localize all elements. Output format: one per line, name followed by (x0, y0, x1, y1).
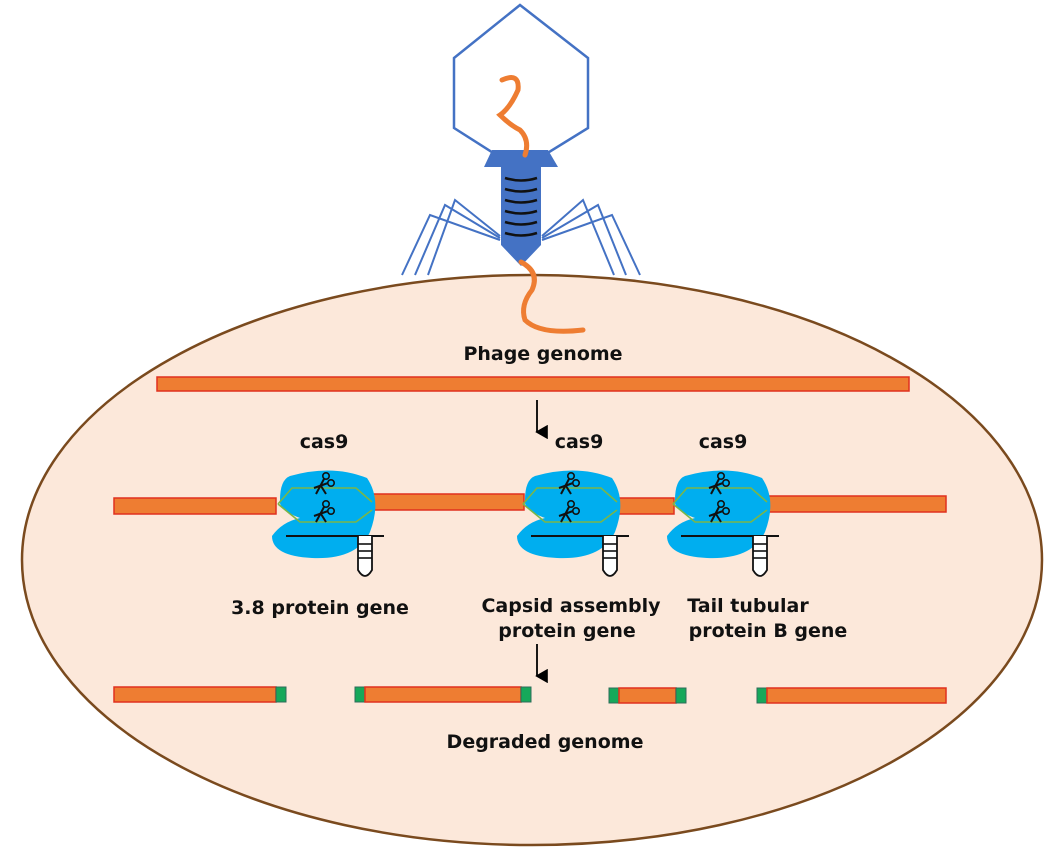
scissors-blade (320, 485, 327, 495)
scissors-blade (565, 513, 572, 523)
scissors-blade (708, 510, 724, 517)
dna-strand-bottom (522, 503, 618, 523)
phage-tail-fibers (401, 198, 641, 276)
dna-strand-bottom (672, 503, 768, 523)
cas9-label-2: cas9 (555, 431, 604, 453)
scissors-blade (320, 513, 327, 523)
scissors-icon-bottom (708, 500, 731, 523)
gene-label-3-line2: protein B gene (689, 620, 848, 642)
scissors-blade (313, 510, 329, 517)
cas9-label-1: cas9 (300, 431, 349, 453)
scissors-icon-top (708, 472, 731, 495)
degraded-genome-label: Degraded genome (447, 731, 644, 753)
scissors-handle (566, 500, 576, 509)
scissors-handle (716, 472, 726, 481)
target-genome-row (113, 493, 947, 515)
scissors-blade (558, 482, 574, 489)
scissors-blade (708, 482, 724, 489)
cas9-label-3: cas9 (699, 431, 748, 453)
gene-label-1: 3.8 protein gene (231, 597, 409, 619)
dna-strand-top (277, 487, 373, 505)
phage-dna-inside-capsid (496, 75, 530, 158)
phage-capsid (452, 3, 590, 172)
phage-collar (484, 150, 558, 167)
scissors-blade (715, 513, 722, 523)
scissors-icon-bottom (313, 500, 336, 523)
cas9-complex-2 (517, 470, 629, 577)
cas9-complex-1 (272, 470, 384, 577)
scissors-handle (716, 500, 726, 509)
dna-strand-top (522, 487, 618, 505)
scissors-handle (321, 472, 331, 481)
scissors-icon-top (313, 472, 336, 495)
scissors-handle (321, 500, 331, 509)
scissors-icon-bottom (558, 500, 581, 523)
phage-genome-bar (156, 376, 910, 392)
guide-rna-hairpin (602, 536, 618, 577)
gene-label-2-line2: protein gene (498, 620, 636, 642)
scissors-blade (565, 485, 572, 495)
degraded-genome-fragments (113, 686, 947, 704)
dna-strand-top (672, 487, 768, 505)
scissors-handle (566, 472, 576, 481)
phage-dna-injected (518, 259, 586, 334)
guide-rna-hairpin (752, 536, 768, 577)
cas9-complex-3 (667, 470, 779, 577)
phage-baseplate (501, 245, 541, 266)
scissors-icon-top (558, 472, 581, 495)
gene-label-3-line1: Tail tubular (687, 595, 809, 617)
dna-strand-bottom (277, 503, 373, 523)
scissors-blade (715, 485, 722, 495)
gene-label-2-line1: Capsid assembly (481, 595, 661, 617)
scissors-blade (558, 510, 574, 517)
scissors-blade (313, 482, 329, 489)
phage-genome-label: Phage genome (463, 343, 622, 365)
guide-rna-hairpin (357, 536, 373, 577)
